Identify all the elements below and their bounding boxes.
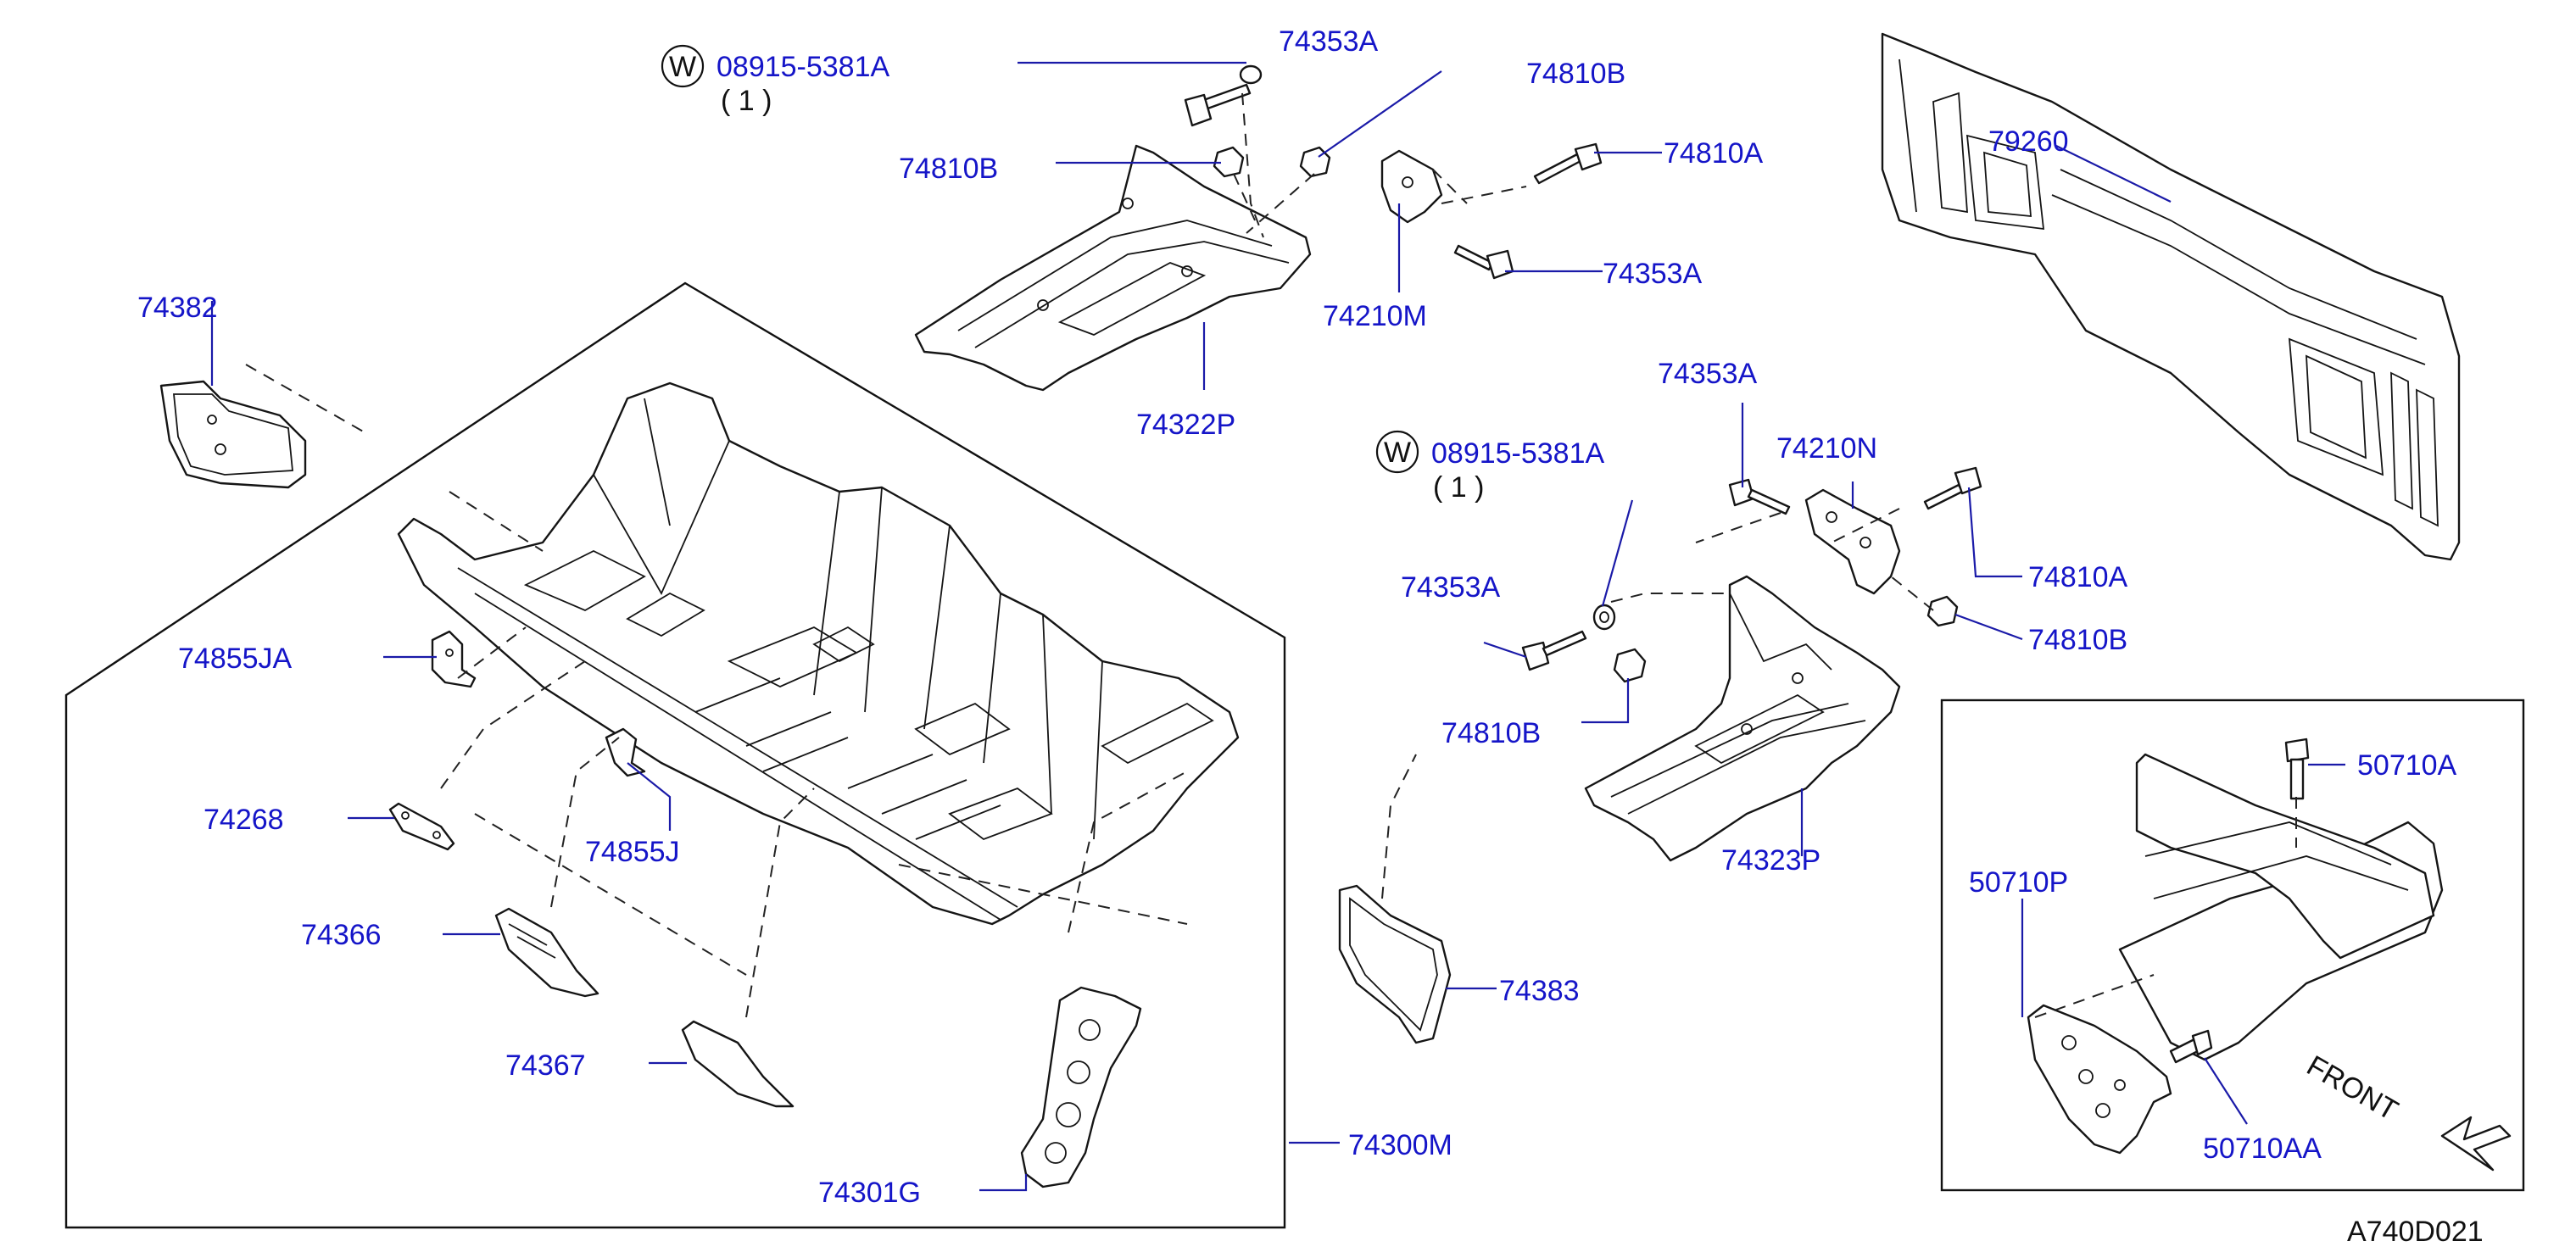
bolt-50710AA: [2169, 1029, 2213, 1064]
washer-symbol-top: W: [661, 44, 705, 88]
bracket-74366: [494, 907, 599, 998]
nut-74810B-mid-right: [1926, 595, 1959, 627]
label-74810A-2: 74810A: [2028, 561, 2128, 593]
inset-frame-member: [2118, 753, 2444, 1061]
label-74268: 74268: [204, 804, 284, 836]
label-74210N: 74210N: [1776, 432, 1877, 465]
assembly-frame-74300M: [64, 281, 1286, 1229]
label-74322P: 74322P: [1136, 409, 1235, 441]
bolt-50710A: [2284, 738, 2310, 800]
label-74323P: 74323P: [1721, 844, 1820, 877]
label-74810A-1: 74810A: [1664, 137, 1764, 170]
label-qty-mid: ( 1 ): [1433, 471, 1484, 504]
front-arrow-icon: [2440, 1116, 2512, 1172]
svg-text:W: W: [1384, 437, 1411, 469]
member-74322P: [914, 144, 1312, 392]
bolt-74353A-upper-right: [1453, 244, 1514, 280]
clip-74268: [388, 802, 455, 851]
washer-mid: [1592, 604, 1616, 631]
label-74855JA: 74855JA: [178, 643, 293, 675]
label-50710AA: 50710AA: [2203, 1133, 2322, 1165]
nut-74810B-upper-left: [1213, 146, 1245, 178]
label-74353A-2: 74353A: [1603, 258, 1703, 290]
clip-74855JA: [431, 630, 477, 688]
bolt-74353A-mid-top: [1728, 478, 1791, 515]
label-50710A: 50710A: [2357, 749, 2457, 782]
inset-frame: [1940, 699, 2525, 1192]
bracket-74382: [159, 380, 307, 489]
label-08915-5381A-mid: 08915-5381A: [1431, 437, 1605, 470]
label-08915-5381A-top: 08915-5381A: [716, 51, 890, 83]
bracket-50710P: [2027, 1004, 2172, 1155]
member-74301G: [1020, 986, 1142, 1188]
bracket-74367: [681, 1020, 795, 1108]
nut-74810B-mid-left: [1613, 648, 1647, 683]
leader-lines: [210, 61, 2345, 1192]
label-79260: 79260: [1988, 125, 2069, 158]
bolt-74810A-mid: [1923, 466, 1982, 510]
label-74367: 74367: [505, 1049, 586, 1082]
washer-symbol-mid: W: [1375, 430, 1419, 474]
front-label: FRONT: [2301, 1049, 2403, 1127]
bolt-74353A-top: [1184, 64, 1263, 127]
label-74300M: 74300M: [1348, 1129, 1452, 1161]
label-74810B-2: 74810B: [899, 153, 998, 185]
label-74810B-1: 74810B: [1526, 58, 1625, 90]
bolt-74353A-mid-left: [1521, 630, 1587, 671]
label-74353A-3: 74353A: [1658, 358, 1758, 390]
label-74301G: 74301G: [818, 1177, 921, 1209]
label-74210M: 74210M: [1323, 300, 1427, 332]
diagram-code: A740D021: [2347, 1216, 2484, 1248]
label-74855J: 74855J: [585, 836, 680, 868]
label-74810B-4: 74810B: [1441, 717, 1541, 749]
label-50710P: 50710P: [1969, 866, 2068, 899]
label-74383: 74383: [1499, 975, 1580, 1007]
member-74323P: [1584, 575, 1901, 862]
rear-floor-panel: [397, 381, 1240, 926]
bolt-74810A-upper: [1533, 142, 1603, 185]
panel-79260: [1881, 32, 2461, 561]
label-74382: 74382: [137, 292, 218, 324]
bracket-74210N: [1804, 488, 1901, 595]
label-74366: 74366: [301, 919, 382, 951]
bracket-74210M: [1380, 149, 1443, 224]
label-74810B-3: 74810B: [2028, 624, 2127, 656]
part-labels: 08915-5381A ( 1 ) 74353A 74810B 74810B 7…: [137, 25, 2457, 1209]
svg-text:W: W: [669, 51, 696, 83]
label-74353A-4: 74353A: [1401, 571, 1501, 604]
bracket-74383: [1338, 884, 1452, 1044]
assembly-dashed-lines: [245, 92, 2297, 1018]
label-qty-top: ( 1 ): [721, 85, 772, 117]
label-74353A-1: 74353A: [1279, 25, 1379, 58]
